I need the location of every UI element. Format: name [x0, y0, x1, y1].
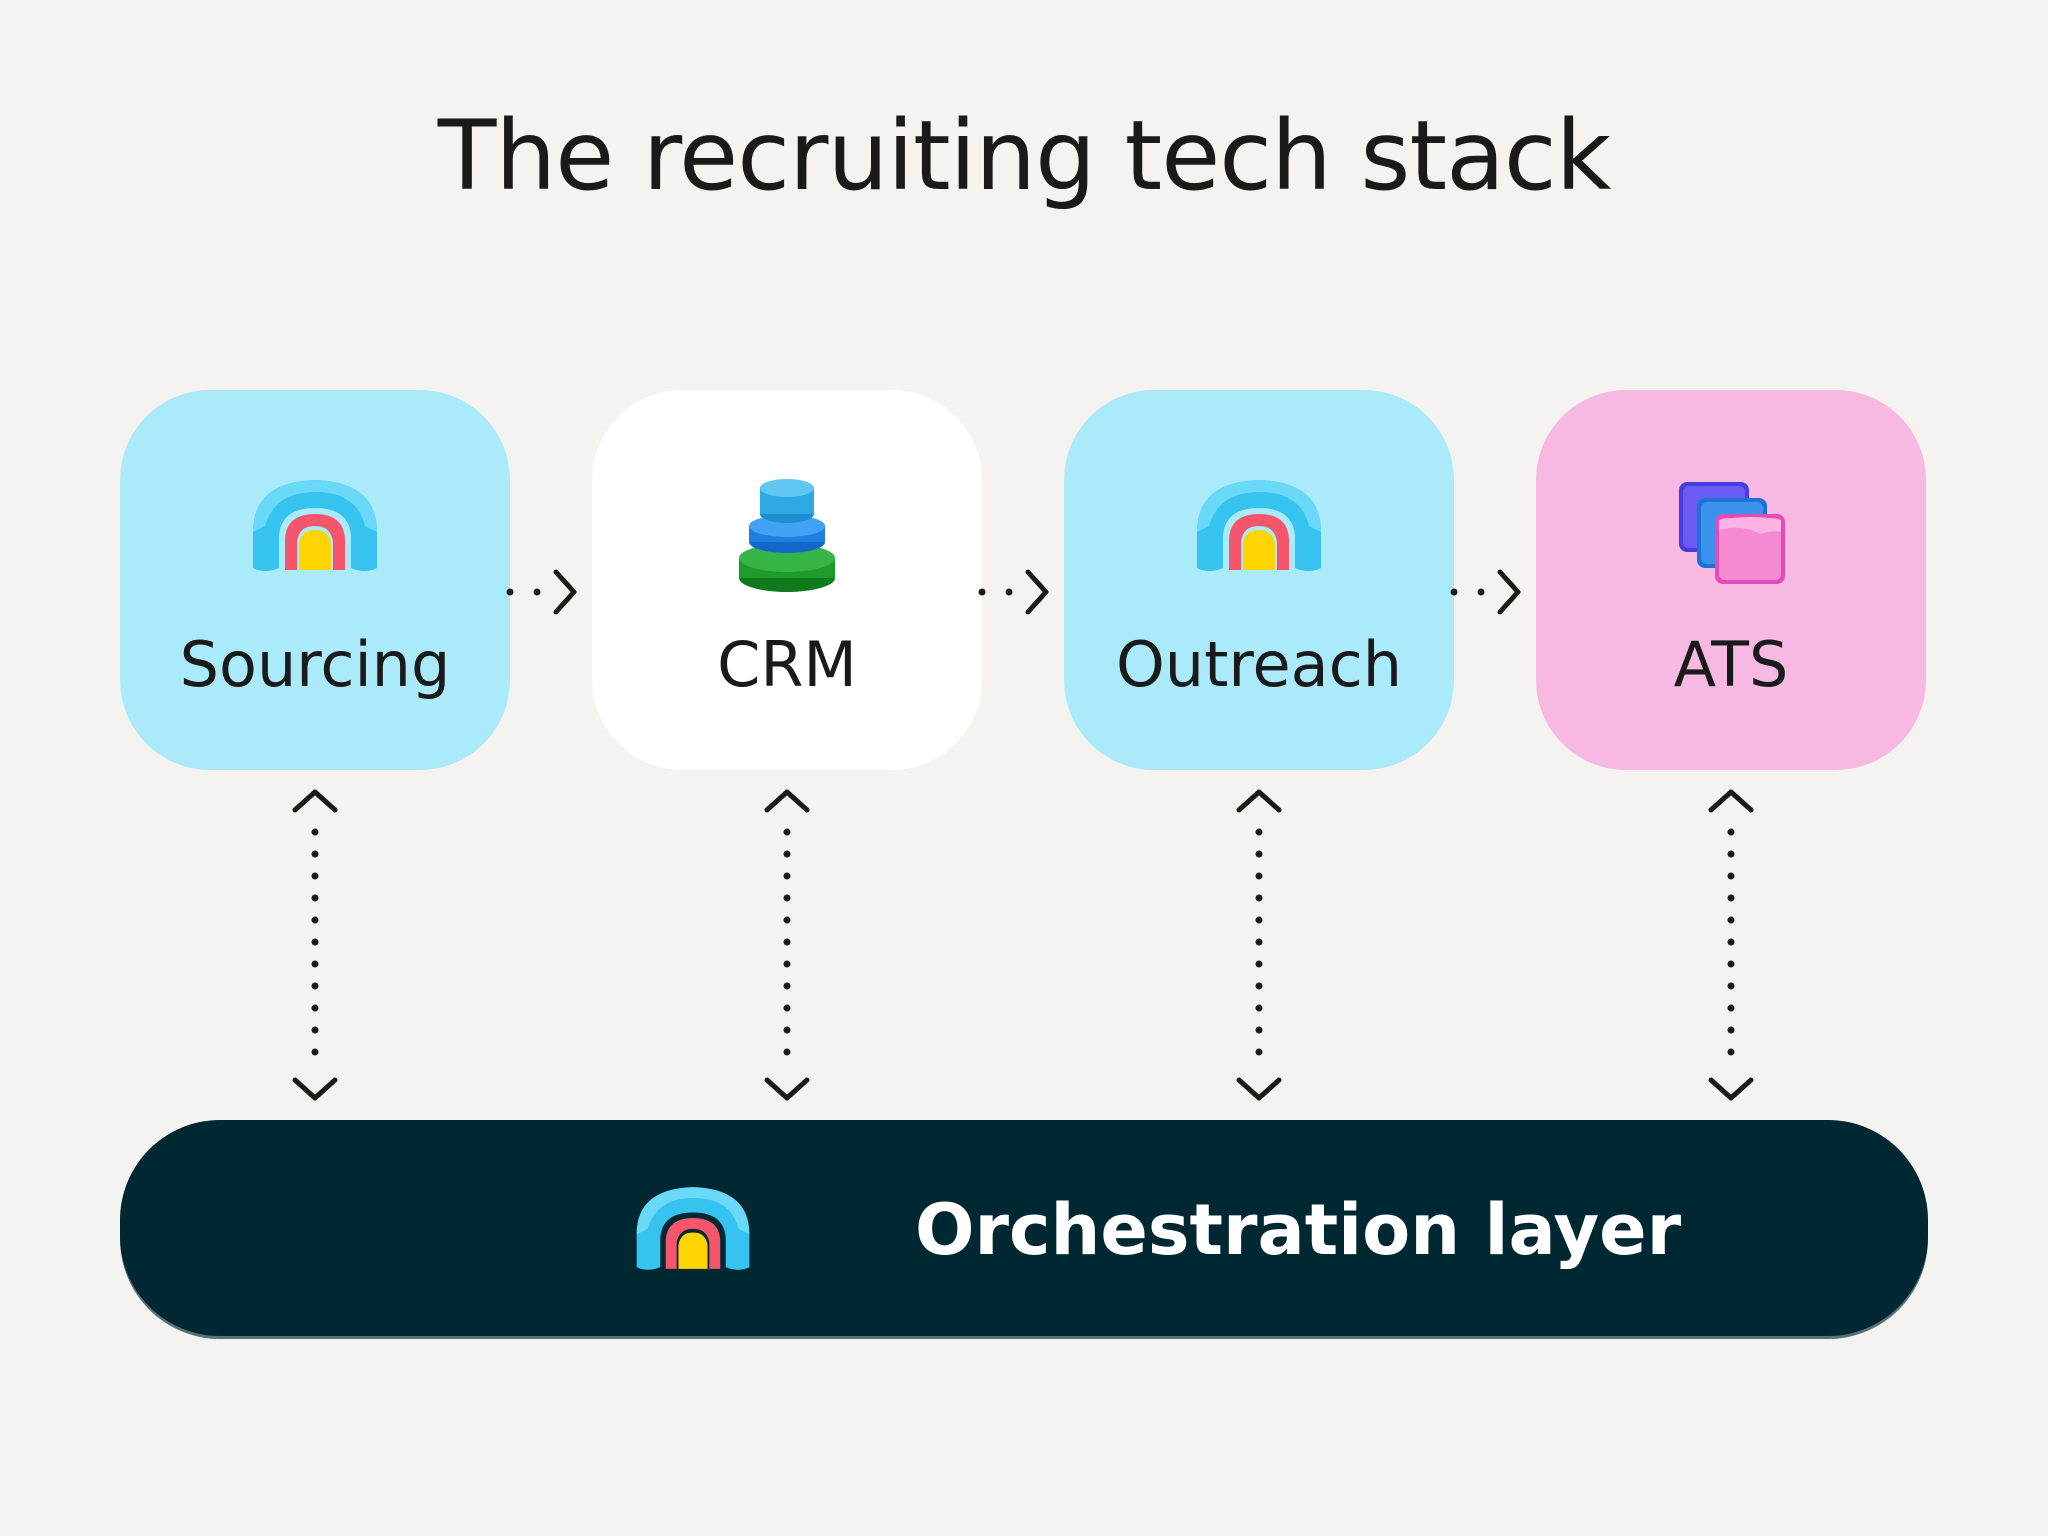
connector-dot: [311, 1026, 319, 1034]
connector-dot: [783, 916, 791, 924]
connector-dot: [311, 1048, 319, 1056]
connector-dot: [1255, 850, 1263, 858]
connector-dot: [311, 938, 319, 946]
connector-dot: [783, 982, 791, 990]
connector-dot: [783, 1004, 791, 1012]
connector-dot: [1255, 1048, 1263, 1056]
connector-dot: [311, 850, 319, 858]
connector-dot: [1727, 894, 1735, 902]
stage-label-sourcing: Sourcing: [179, 628, 451, 701]
connector-dot: [1727, 1026, 1735, 1034]
connector-dot: [1727, 850, 1735, 858]
arrow-down-icon: [1708, 1077, 1754, 1101]
connector-dot: [1255, 872, 1263, 880]
connector-dot: [1255, 938, 1263, 946]
stage-card-sourcing: Sourcing: [120, 390, 510, 770]
layers-icon: [1536, 470, 1926, 610]
flow-dot: [533, 588, 541, 596]
connector-dot: [311, 1004, 319, 1012]
connector-dot: [1255, 894, 1263, 902]
connector-dot: [1727, 938, 1735, 946]
connector-dot: [783, 1048, 791, 1056]
connector-dot: [1727, 1048, 1735, 1056]
connector-dot: [783, 960, 791, 968]
flow-dot: [1005, 588, 1013, 596]
orchestration-layer: Orchestration layer: [120, 1120, 1928, 1336]
arrow-up-icon: [1236, 789, 1282, 813]
diagram-title: The recruiting tech stack: [437, 100, 1612, 212]
arrow-up-icon: [292, 789, 338, 813]
connector-dot: [311, 894, 319, 902]
connector-dot: [1727, 828, 1735, 836]
connector-dot: [783, 872, 791, 880]
connector-dot: [783, 1026, 791, 1034]
flow-dot: [1477, 588, 1485, 596]
arrow-up-icon: [1708, 789, 1754, 813]
connector-dot: [1727, 960, 1735, 968]
connector-dot: [1727, 872, 1735, 880]
connector-dot: [311, 960, 319, 968]
arrow-right-icon: [1025, 569, 1049, 615]
stage-card-outreach: Outreach: [1064, 390, 1454, 770]
connector-dot: [1727, 982, 1735, 990]
arrow-up-icon: [764, 789, 810, 813]
flow-dot: [978, 588, 986, 596]
arrow-right-icon: [1497, 569, 1521, 615]
connector-dot: [783, 828, 791, 836]
connector-dot: [1255, 916, 1263, 924]
arrow-right-icon: [553, 569, 577, 615]
connector-dot: [311, 916, 319, 924]
flow-dot: [1450, 588, 1458, 596]
arch-icon: [628, 1178, 758, 1282]
stage-label-ats: ATS: [1673, 628, 1789, 701]
connector-dot: [1255, 960, 1263, 968]
connector-dot: [783, 938, 791, 946]
flow-dot: [506, 588, 514, 596]
connector-dot: [783, 894, 791, 902]
stage-label-outreach: Outreach: [1115, 628, 1403, 701]
stack-icon: [592, 470, 982, 610]
stage-card-crm: CRM: [592, 390, 982, 770]
connector-dot: [1727, 1004, 1735, 1012]
connector-dot: [1727, 916, 1735, 924]
arrow-down-icon: [764, 1077, 810, 1101]
connector-dot: [311, 828, 319, 836]
stage-label-crm: CRM: [717, 628, 857, 701]
stage-card-ats: ATS: [1536, 390, 1926, 770]
arch-icon: [1064, 470, 1454, 610]
arch-icon: [120, 470, 510, 610]
connector-dot: [311, 982, 319, 990]
arrow-down-icon: [292, 1077, 338, 1101]
arrow-down-icon: [1236, 1077, 1282, 1101]
connector-dot: [1255, 982, 1263, 990]
connector-dot: [311, 872, 319, 880]
connector-dot: [1255, 1026, 1263, 1034]
connector-dot: [1255, 828, 1263, 836]
orchestration-label: Orchestration layer: [915, 1189, 1682, 1271]
connector-dot: [1255, 1004, 1263, 1012]
connector-dot: [783, 850, 791, 858]
